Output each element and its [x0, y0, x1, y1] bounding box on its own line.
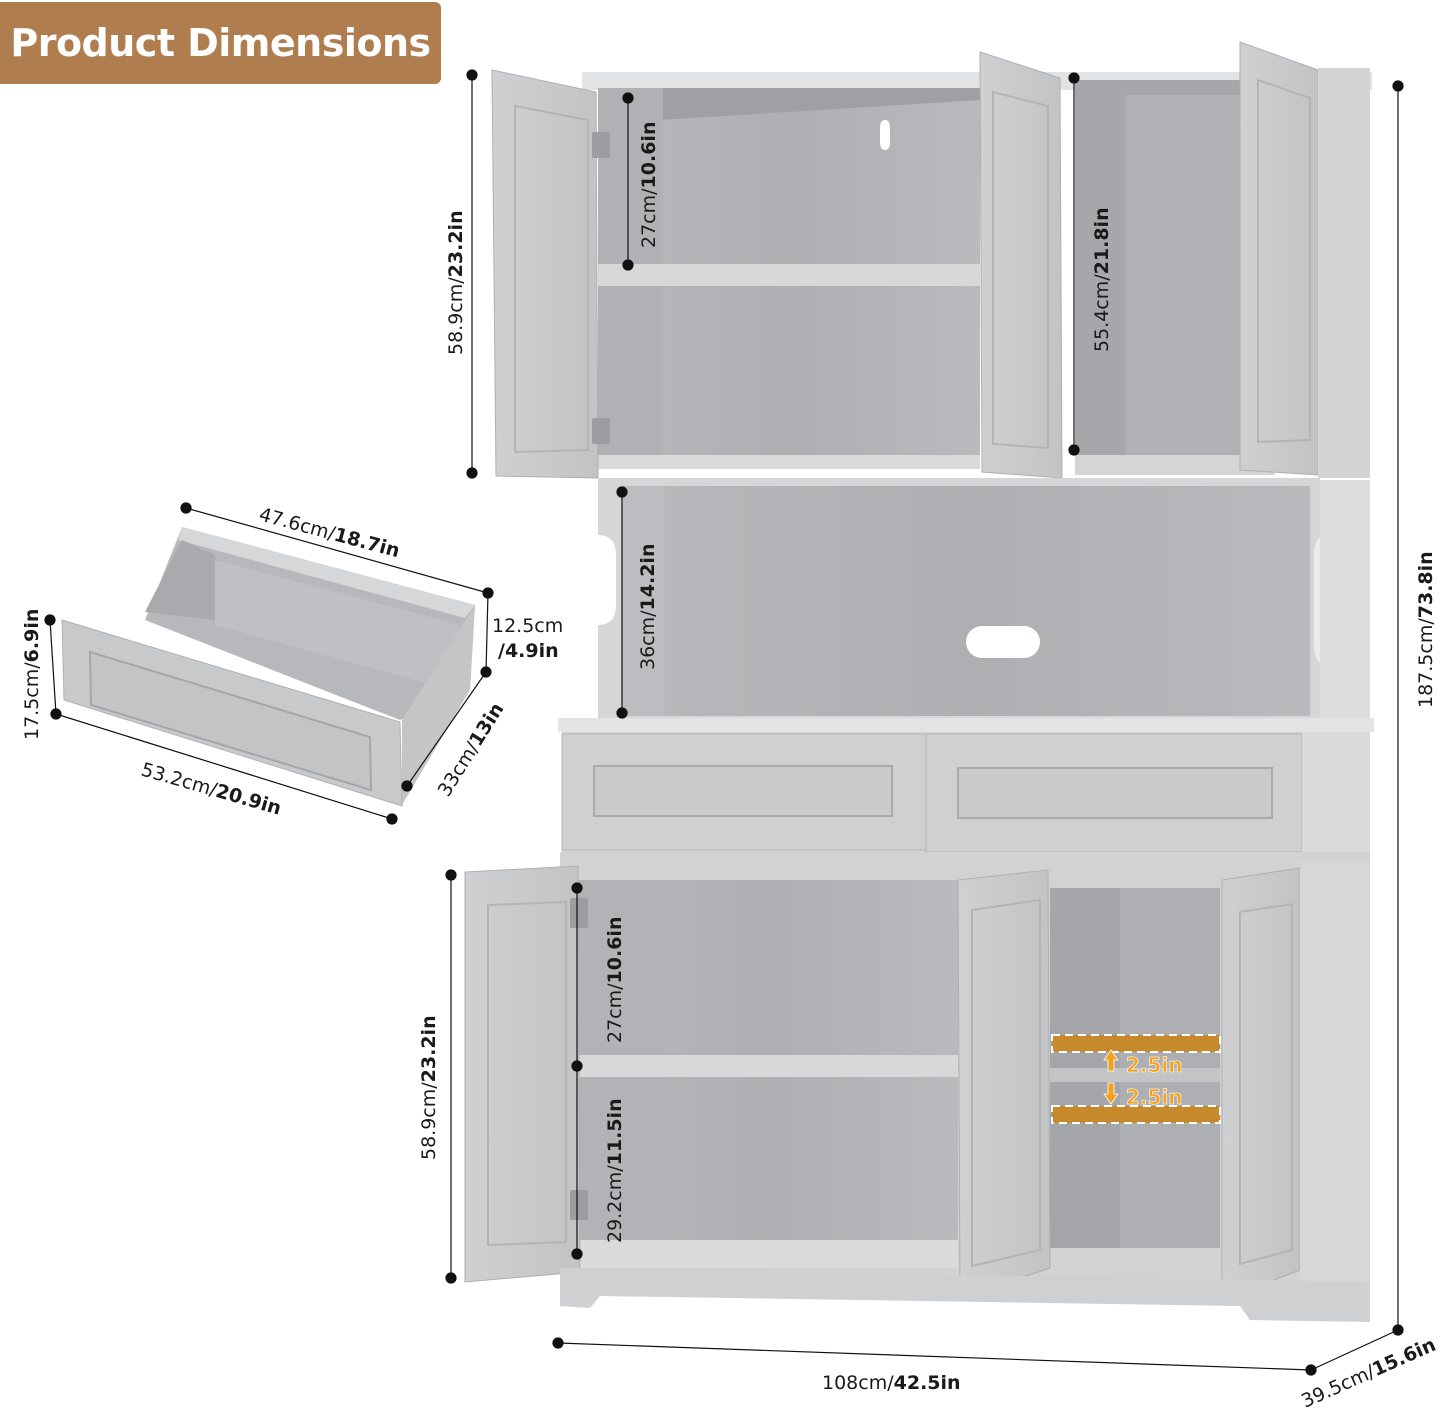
arrow-up-icon	[1103, 1049, 1119, 1072]
drawer-back-height-in: /4.9in	[498, 640, 559, 662]
arrow-down-icon	[1103, 1082, 1119, 1105]
middle-open-height-label: 36cm/14.2in	[637, 544, 659, 670]
drawer-illustration	[61, 527, 475, 807]
adjust-down-label: 2.5in	[1126, 1085, 1183, 1109]
upper-top-shelf-gap-label: 27cm/10.6in	[638, 122, 660, 248]
lower-top-shelf-gap-label: 27cm/10.6in	[604, 917, 626, 1043]
overall-width-label: 108cm/42.5in	[822, 1372, 961, 1394]
drawer-front-width-label: 53.2cm/20.9in	[139, 759, 284, 820]
lower-bottom-shelf-gap-label: 29.2cm/11.5in	[604, 1098, 626, 1243]
cabinet-illustration	[464, 41, 1374, 1322]
drawer-back-height-cm: 12.5cm	[492, 615, 563, 637]
drawer-front-height-label: 17.5cm/6.9in	[21, 609, 43, 740]
upper-right-interior-label: 55.4cm/21.8in	[1091, 207, 1113, 352]
adjust-up-label: 2.5in	[1126, 1053, 1183, 1077]
overall-depth-label: 39.5cm/15.6in	[1298, 1334, 1439, 1412]
cabinet-dimension-lines	[445, 69, 1404, 1376]
upper-door-height-label: 58.9cm/23.2in	[445, 210, 467, 355]
overall-height-label: 187.5cm/73.8in	[1415, 551, 1437, 708]
drawer-dimension-lines	[44, 502, 494, 825]
lower-door-height-label: 58.9cm/23.2in	[418, 1015, 440, 1160]
title-text: Product Dimensions	[10, 21, 431, 65]
product-dimensions-badge: Product Dimensions	[0, 2, 441, 84]
